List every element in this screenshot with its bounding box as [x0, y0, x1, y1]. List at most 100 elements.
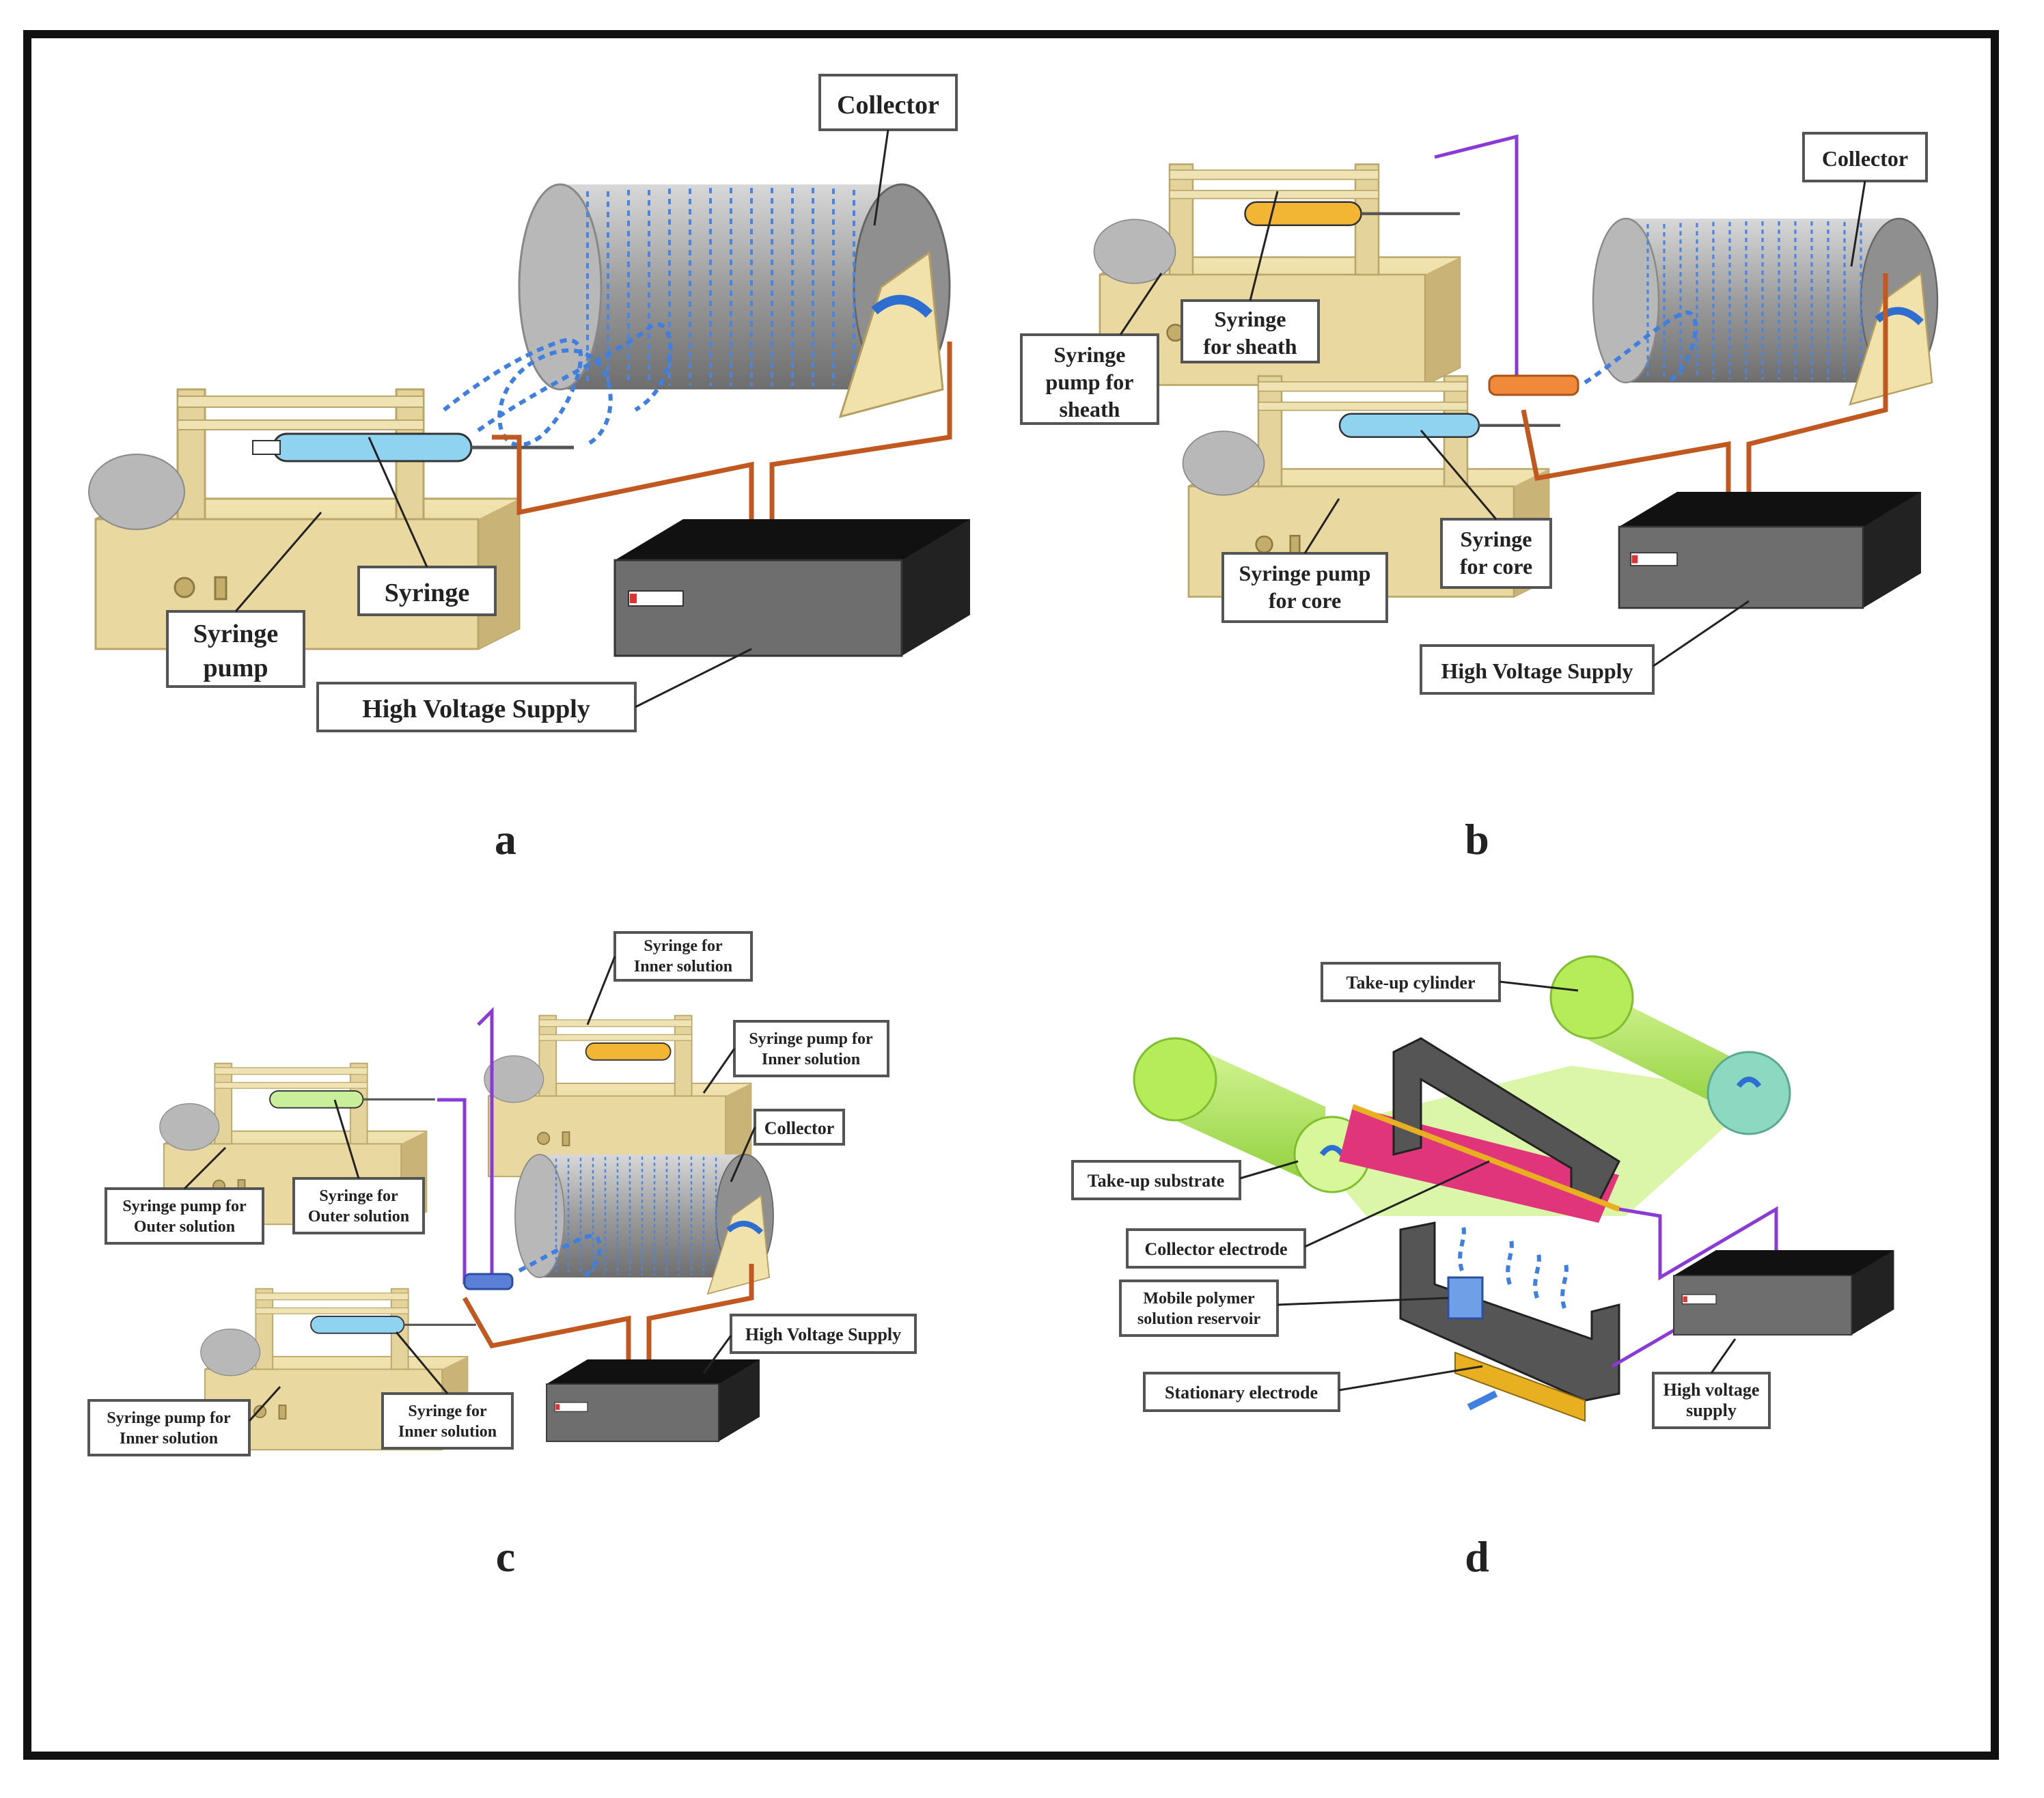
- leader-hv-a: [635, 648, 752, 708]
- label-syr-sheath-b-2: for sheath: [1203, 334, 1297, 359]
- label-box-collector-a: [818, 74, 958, 131]
- label-box-pump-outer-c: [105, 1187, 264, 1245]
- label-pump-outer-c-2: Outer solution: [134, 1218, 235, 1236]
- wire-b-1: [1521, 409, 1731, 492]
- leader-takeup-cyl-d: [1499, 980, 1579, 992]
- wire-b-2: [1746, 273, 1888, 492]
- label-pump-sheath-b-1: Syringe: [1054, 342, 1126, 367]
- label-syr-inner-bot-c-2: Inner solution: [398, 1423, 497, 1441]
- leader-hv-c: [702, 1335, 732, 1374]
- label-box-takeup-cyl-d: [1321, 962, 1501, 1002]
- label-stationary-d: Stationary electrode: [1165, 1383, 1318, 1402]
- syringe-a: [272, 432, 473, 462]
- label-syringe-a: Syringe: [385, 579, 470, 607]
- label-pump-core-b-2: for core: [1269, 588, 1341, 613]
- label-syr-core-b-2: for core: [1460, 554, 1532, 579]
- syringe-pump-a: [87, 388, 574, 650]
- label-hv-b: High Voltage Supply: [1441, 659, 1633, 683]
- stationary-electrode-d: [1399, 1221, 1620, 1422]
- label-box-pump-inner-bot-c: [87, 1399, 251, 1456]
- hv-box-d: [1673, 1249, 1895, 1336]
- label-hv-d-2: supply: [1686, 1400, 1737, 1420]
- leader-stationary-d: [1338, 1365, 1483, 1392]
- panel-a: Collector Syringe Syringe pump High Volt…: [87, 74, 971, 863]
- hv-box-b: [1618, 490, 1922, 609]
- label-box-syr-inner-top-c: [613, 931, 753, 982]
- label-syr-outer-c-2: Outer solution: [308, 1208, 409, 1226]
- syringe-inner-bot-c: [310, 1315, 405, 1334]
- fiber-jet-a: [443, 322, 673, 447]
- label-syr-core-b-1: Syringe: [1461, 527, 1532, 551]
- collector-drum-a: [518, 183, 951, 419]
- leader-pump-outer-c: [183, 1146, 227, 1190]
- label-pump-inner-top-c-1: Syringe pump for: [749, 1030, 873, 1048]
- tube-outer-c: [437, 1098, 467, 1284]
- label-mobile-d-1: Mobile polymer: [1143, 1290, 1255, 1308]
- label-box-syr-sheath-b: [1180, 299, 1320, 363]
- panel-c: Syringe for Inner solution Syringe pump …: [87, 931, 917, 1581]
- syringe-sheath-b: [1244, 201, 1362, 227]
- pump-outer-c: [158, 1062, 435, 1226]
- leader-syringe-a: [368, 437, 428, 568]
- label-box-pump-sheath-b: [1020, 333, 1159, 425]
- label-box-hv-b: [1420, 644, 1655, 695]
- label-box-syr-outer-c: [292, 1177, 425, 1234]
- label-pump-sheath-b-2: pump for: [1046, 370, 1134, 394]
- syringe-inner-top-c: [585, 1042, 672, 1061]
- leader-takeup-sub-d: [1239, 1160, 1299, 1180]
- takeup-cylinder-d: [1549, 955, 1791, 1135]
- label-pump-a-1: Syringe: [193, 620, 279, 648]
- label-syr-inner-top-c-1: Syringe for: [644, 937, 723, 955]
- leader-pump-inner-bot-c: [248, 1385, 281, 1422]
- label-box-syr-inner-bot-c: [381, 1392, 514, 1450]
- label-takeup-sub-d: Take-up substrate: [1088, 1171, 1225, 1191]
- leader-syr-inner-bot-c: [395, 1331, 449, 1394]
- label-syr-inner-top-c-2: Inner solution: [634, 958, 732, 976]
- caption-c: c: [496, 1532, 515, 1581]
- label-box-hv-c: [730, 1314, 917, 1354]
- label-syr-outer-c-1: Syringe for: [319, 1187, 398, 1205]
- label-syr-sheath-b-1: Syringe: [1215, 307, 1286, 331]
- wire-c-1: [462, 1297, 631, 1359]
- label-box-stationary-d: [1143, 1372, 1340, 1412]
- caption-a: a: [495, 815, 516, 863]
- panel-b: Collector Syringe pump for sheath Syring…: [1020, 132, 1939, 863]
- label-hv-a: High Voltage Supply: [362, 695, 590, 723]
- collector-drum-b: [1592, 217, 1939, 406]
- leader-hv-d: [1710, 1338, 1737, 1374]
- collector-electrode-rail-d: [1351, 1104, 1620, 1212]
- leader-pump-a: [234, 512, 322, 612]
- coaxial-nozzle-c: [463, 1273, 514, 1290]
- label-hv-d-1: High voltage: [1663, 1380, 1760, 1400]
- jets-d: [1458, 1221, 1569, 1309]
- label-pump-inner-bot-c-1: Syringe pump for: [107, 1409, 231, 1427]
- label-takeup-cyl-d: Take-up cylinder: [1346, 973, 1475, 993]
- caption-d: d: [1465, 1532, 1489, 1581]
- tube-sheath-b: [1434, 134, 1519, 383]
- coaxial-nozzle-b: [1488, 374, 1579, 396]
- label-pump-outer-c-1: Syringe pump for: [122, 1198, 247, 1215]
- label-pump-inner-top-c-2: Inner solution: [762, 1051, 860, 1068]
- syringe-core-b: [1338, 413, 1480, 439]
- label-pump-inner-bot-c-2: Inner solution: [120, 1430, 218, 1448]
- leader-collector-c: [730, 1126, 756, 1182]
- motion-arrow-d: [1467, 1390, 1498, 1411]
- fiber-jet-c: [518, 1233, 603, 1280]
- label-box-pump-a: [166, 610, 305, 688]
- leader-hv-b: [1653, 600, 1750, 667]
- leader-syr-inner-top-c: [586, 956, 616, 1025]
- label-collector-a: Collector: [837, 91, 939, 120]
- leader-mobile-d: [1277, 1297, 1449, 1306]
- tube-inner-c: [477, 1006, 494, 1284]
- pump-inner-top-c: [483, 1014, 752, 1178]
- label-hv-c: High Voltage Supply: [745, 1325, 901, 1344]
- wire-a-1: [492, 434, 754, 615]
- mobile-reservoir-d: [1447, 1276, 1484, 1320]
- leader-syr-core-b: [1420, 430, 1497, 520]
- label-pump-core-b-1: Syringe pump: [1239, 561, 1371, 585]
- leader-collector-b: [1850, 180, 1866, 267]
- label-box-pump-core-b: [1221, 552, 1388, 623]
- label-box-collector-el-d: [1126, 1228, 1306, 1269]
- label-box-mobile-d: [1119, 1280, 1279, 1337]
